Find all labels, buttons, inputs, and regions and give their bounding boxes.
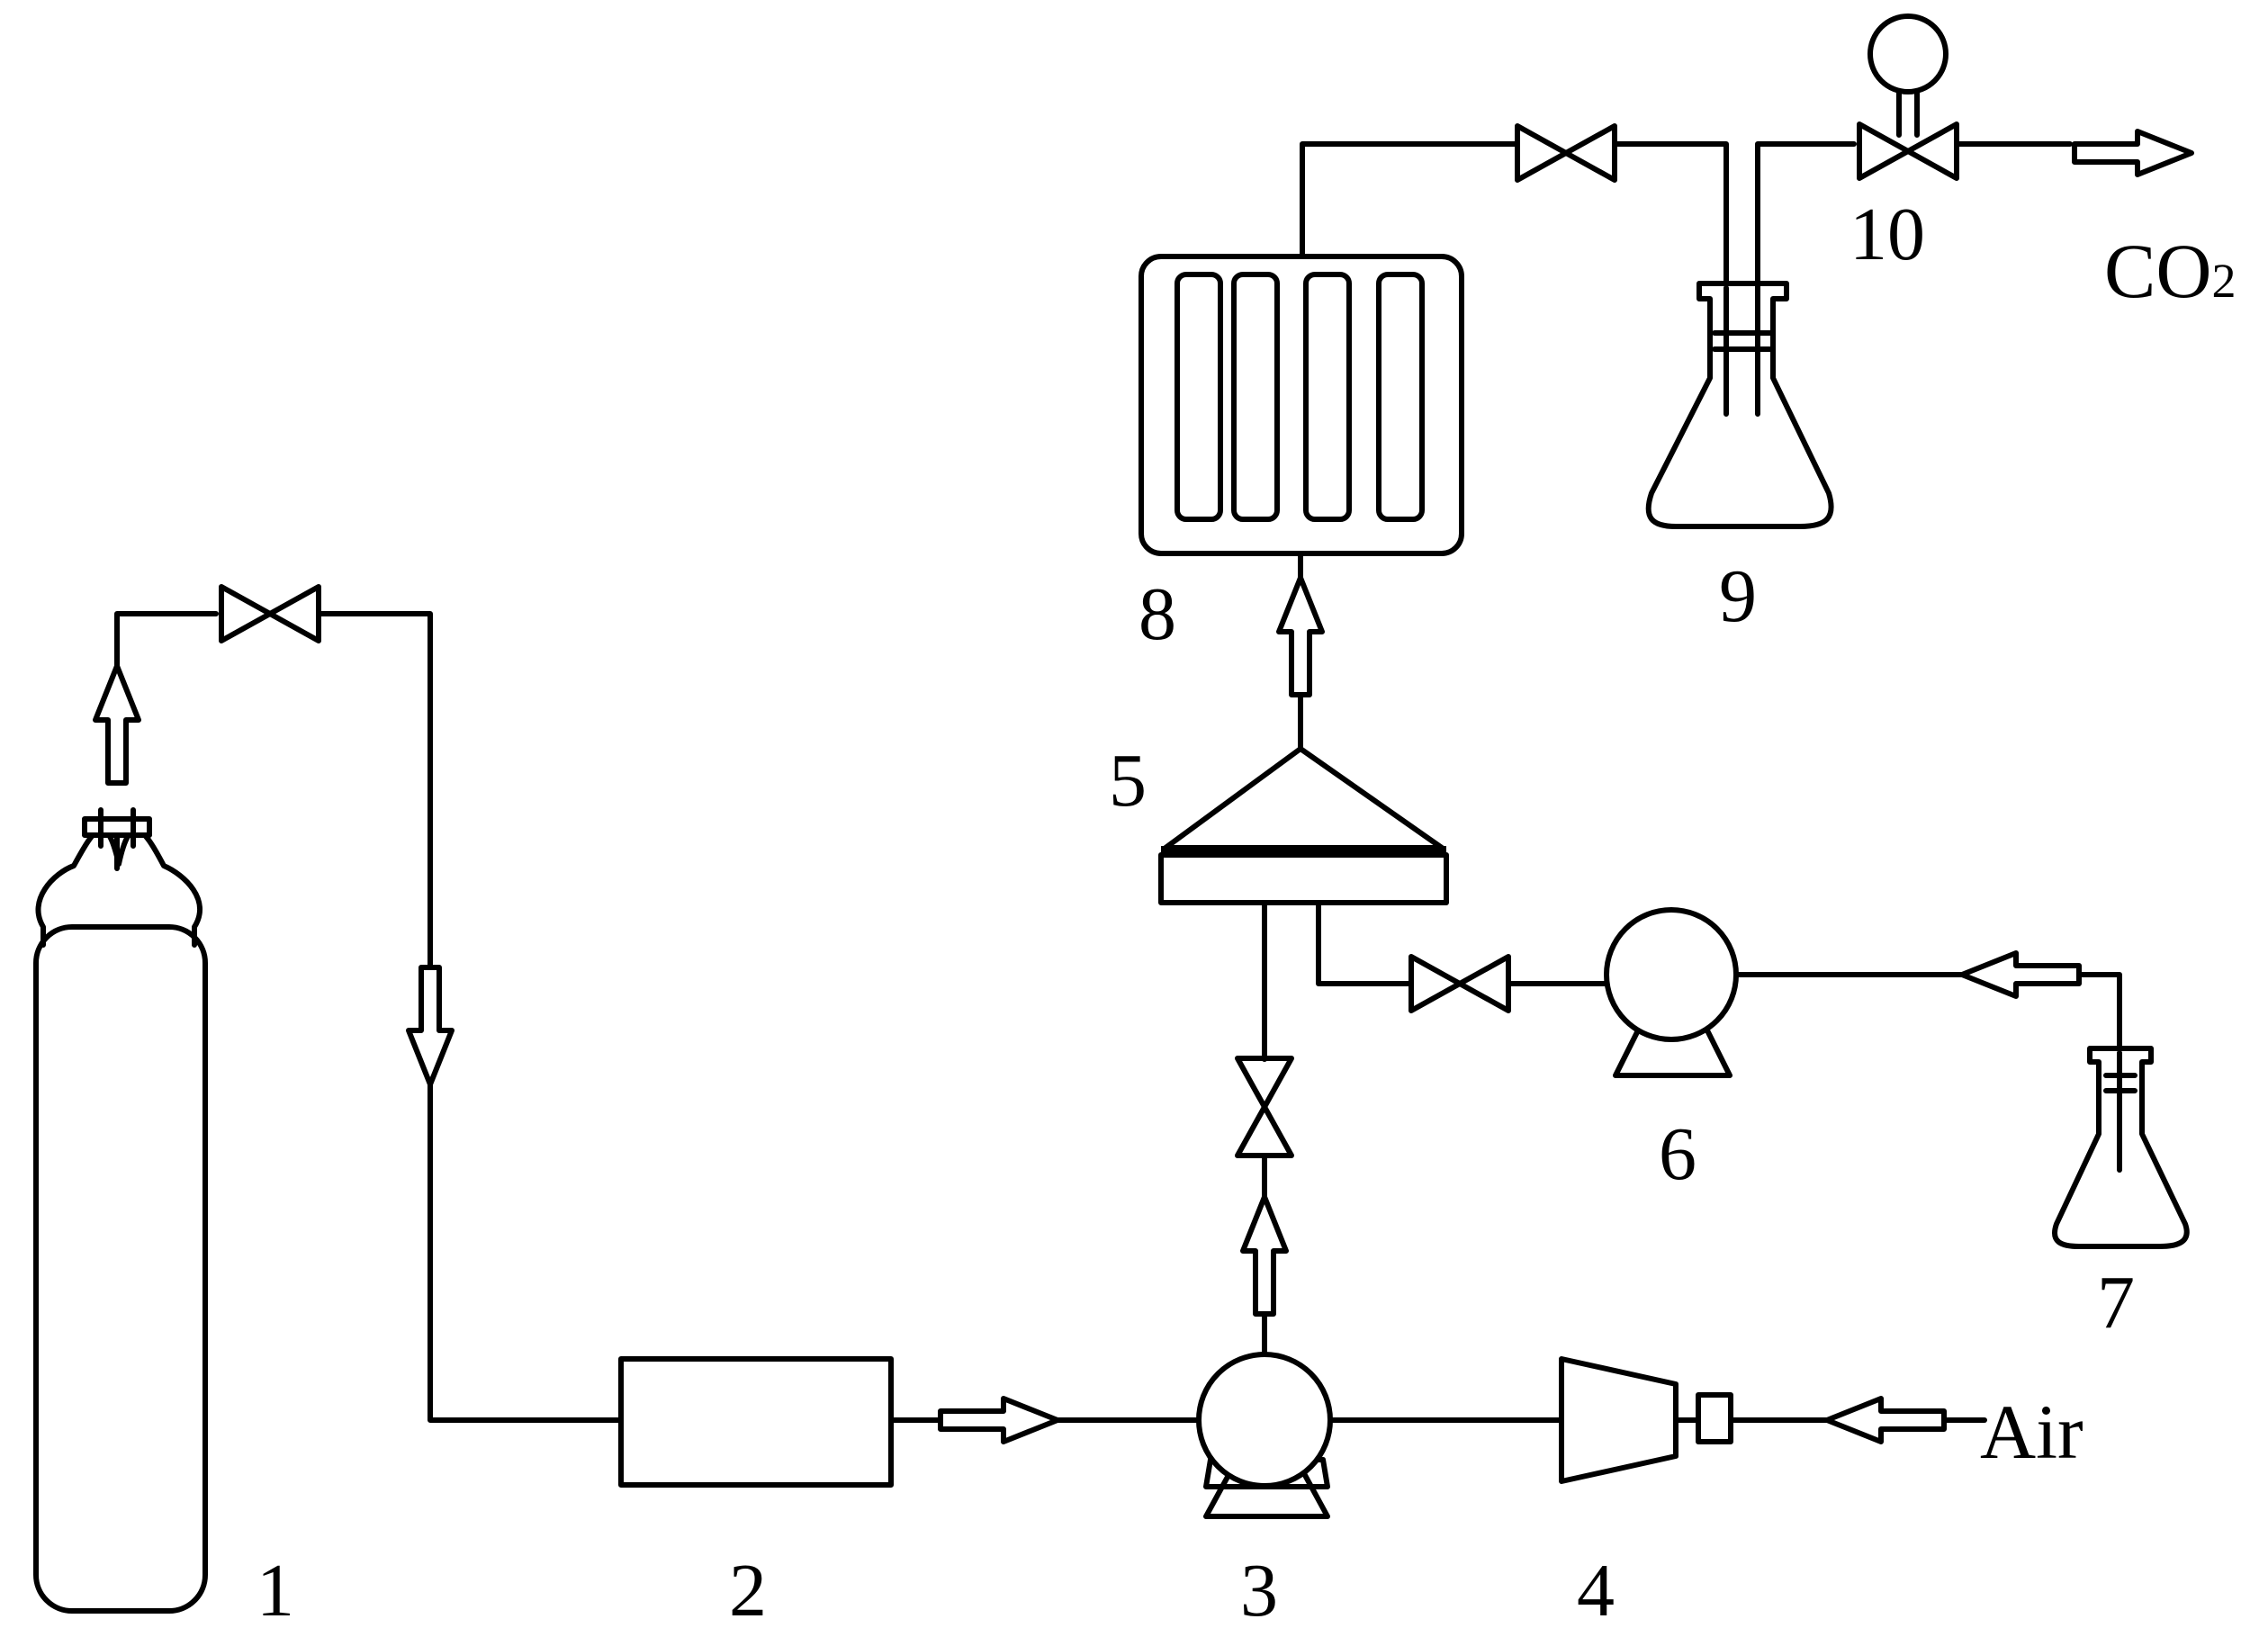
pipe-cylinder-riser [114, 611, 219, 669]
side-valve [1411, 957, 1508, 1011]
label-10: 10 [1850, 193, 1925, 276]
pipe-reactor-to-valve [1316, 900, 1414, 986]
reactor-hood [1158, 746, 1449, 905]
module-valve [1517, 126, 1615, 180]
membrane-module [1138, 254, 1464, 556]
recirc-arrow [1962, 953, 2079, 996]
tank-outlet-arrow [940, 1399, 1058, 1442]
label-2: 2 [729, 1549, 767, 1633]
label-7: 7 [2097, 1261, 2135, 1345]
label-3: 3 [1240, 1549, 1278, 1633]
label-air: Air [1980, 1389, 2084, 1475]
gas-cylinder [33, 807, 208, 1614]
reagent-flask [2052, 1046, 2190, 1249]
riser-valve [1238, 1058, 1292, 1156]
label-9: 9 [1719, 554, 1757, 638]
label-5: 5 [1109, 739, 1147, 823]
cylinder-valve [221, 587, 319, 641]
flow-meter [1559, 1356, 1678, 1484]
needle-valve [1859, 13, 1957, 178]
downflow-arrow [409, 967, 452, 1084]
pipe-module-to-flask [1300, 141, 1519, 259]
reactor-outlet-arrow [1279, 578, 1322, 695]
label-1: 1 [256, 1549, 294, 1633]
pipe-cylinder-to-mixer [316, 611, 433, 975]
collection-flask [1645, 281, 1834, 529]
riser-arrow [1243, 1197, 1286, 1314]
label-8: 8 [1138, 572, 1176, 656]
label-6: 6 [1659, 1112, 1696, 1196]
main-pump [1196, 1352, 1333, 1519]
recirculation-pump [1604, 907, 1739, 1078]
label-4: 4 [1577, 1549, 1615, 1633]
air-inlet-arrow [1827, 1399, 1944, 1442]
label-co2: CO2 [2104, 228, 2236, 314]
air-filter [1696, 1392, 1733, 1444]
buffer-tank [618, 1356, 894, 1488]
cylinder-outlet-arrow [95, 666, 139, 783]
co2-outlet-arrow [2074, 131, 2192, 175]
